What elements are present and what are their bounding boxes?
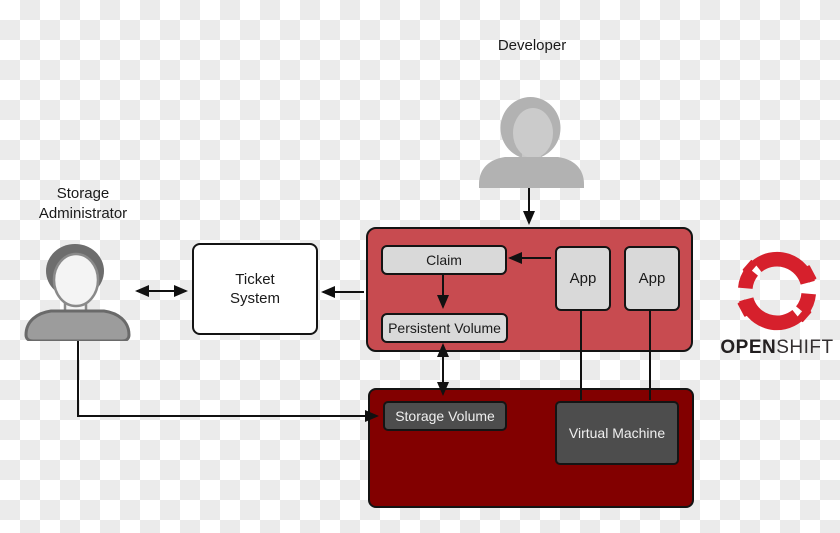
app-box-2: App bbox=[624, 246, 680, 311]
infrastructure-box: Storage Volume Virtual Machine bbox=[368, 388, 694, 508]
virtual-machine-box: Virtual Machine bbox=[555, 401, 679, 465]
wordmark-open: OPEN bbox=[720, 337, 777, 358]
arrow-admin-to-storage-volume bbox=[77, 341, 379, 422]
wordmark-shift: SHIFT bbox=[776, 337, 834, 358]
openshift-platform-box: Claim Persistent Volume App App bbox=[366, 227, 693, 352]
openshift-gear-icon bbox=[737, 251, 817, 331]
claim-box: Claim bbox=[381, 245, 507, 275]
developer-avatar-icon bbox=[479, 97, 584, 188]
openshift-logo: OPENSHIFT bbox=[712, 248, 840, 363]
developer-label: Developer bbox=[497, 37, 567, 54]
persistent-volume-box: Persistent Volume bbox=[381, 313, 508, 343]
openshift-wordmark: OPENSHIFT bbox=[712, 337, 840, 359]
ticket-system-box: Ticket System bbox=[192, 243, 318, 335]
ticket-system-label: Ticket System bbox=[229, 270, 280, 308]
app-box-1: App bbox=[555, 246, 611, 311]
storage-volume-box: Storage Volume bbox=[383, 401, 507, 431]
storage-admin-avatar-icon bbox=[24, 244, 131, 341]
storage-admin-label: Storage Administrator bbox=[38, 185, 128, 222]
